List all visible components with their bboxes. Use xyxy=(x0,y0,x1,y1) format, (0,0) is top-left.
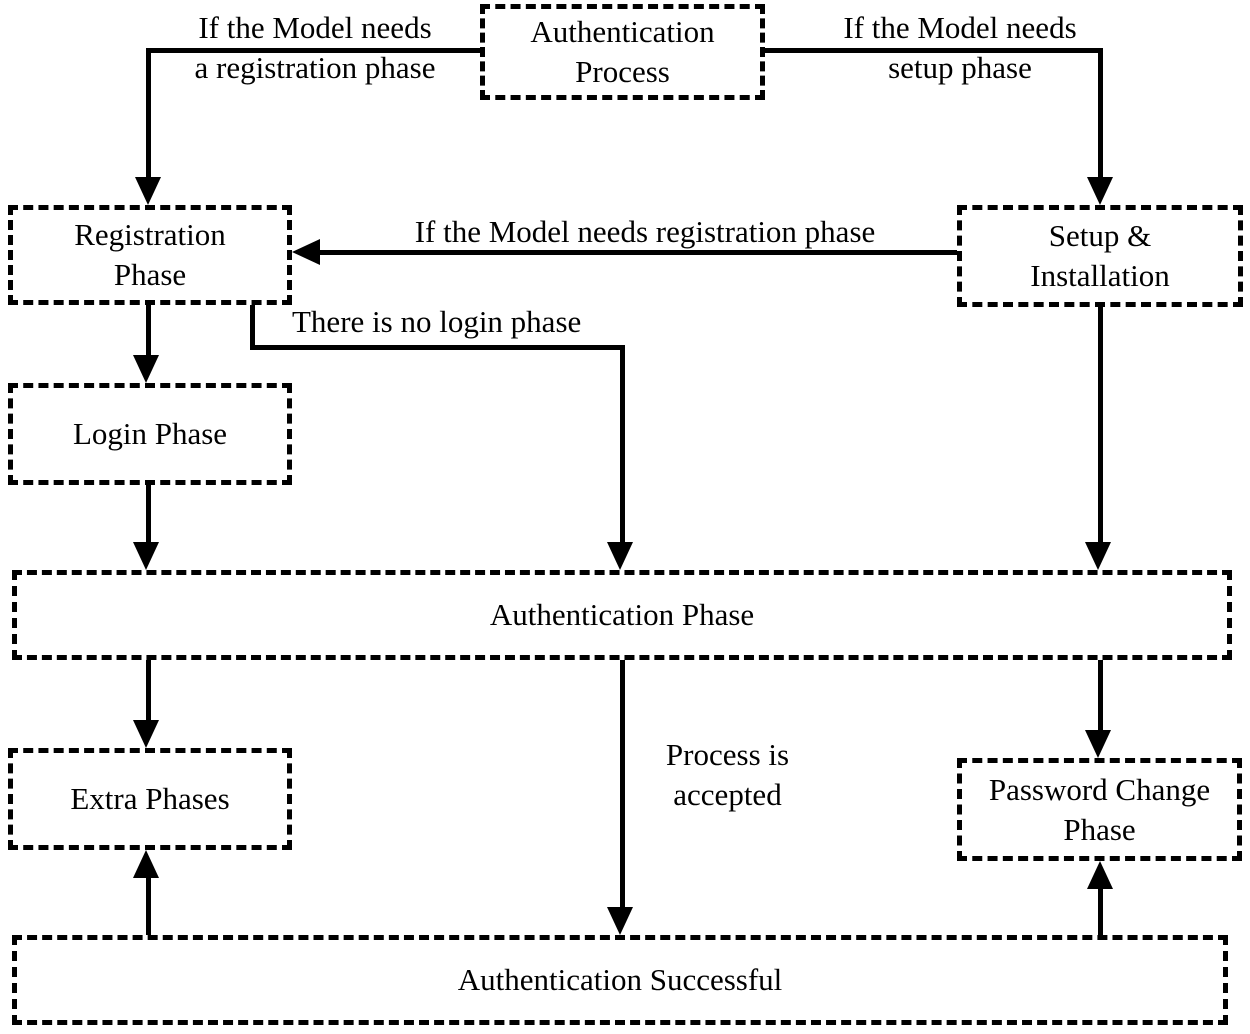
node-password-change-phase-label: Password Change Phase xyxy=(988,771,1211,847)
node-authentication-phase-label: Authentication Phase xyxy=(489,597,755,632)
node-authentication-phase: Authentication Phase xyxy=(12,570,1232,660)
node-extra-phases-label: Extra Phases xyxy=(70,781,230,816)
arrowhead-into-pwdchange-icon xyxy=(1085,730,1111,758)
arrowhead-login-into-authphase-icon xyxy=(133,542,159,570)
edge-label-needs-setup: If the Model needs setup phase xyxy=(843,10,1077,85)
arrowhead-into-extra-icon xyxy=(133,720,159,748)
node-password-change-phase: Password Change Phase xyxy=(957,758,1242,861)
arrowhead-into-setup-icon xyxy=(1087,177,1113,205)
edge-setup-registration-line xyxy=(318,250,957,255)
edge-authprocess-setup-hline xyxy=(763,48,1103,53)
node-authentication-process: Authentication Process xyxy=(480,4,765,100)
edge-success-pwdchange-line xyxy=(1098,889,1103,935)
edge-label-process-accepted: Process is accepted xyxy=(665,737,790,812)
arrowhead-up-into-pwdchange-icon xyxy=(1087,861,1113,889)
node-setup-installation: Setup & Installation xyxy=(957,205,1243,307)
node-setup-installation-label: Setup & Installation xyxy=(1030,218,1170,293)
arrowhead-nologin-into-authphase-icon xyxy=(607,542,633,570)
edge-label-needs-registration: If the Model needs a registration phase xyxy=(194,10,436,85)
edge-label-needs-registration-phase: If the Model needs registration phase xyxy=(414,214,876,249)
arrowhead-into-registration-icon xyxy=(135,177,161,205)
edge-authprocess-registration-vline xyxy=(146,48,151,177)
arrowhead-setup-into-authphase-icon xyxy=(1085,542,1111,570)
edge-nologin-vline2 xyxy=(620,345,625,542)
node-registration-phase-label: Registration Phase xyxy=(74,217,226,292)
edge-authprocess-registration-hline xyxy=(148,48,482,53)
node-authentication-successful: Authentication Successful xyxy=(12,935,1228,1025)
node-authentication-process-label: Authentication Process xyxy=(530,14,715,89)
node-authentication-successful-label: Authentication Successful xyxy=(457,962,783,997)
edge-authphase-pwdchange-line xyxy=(1098,660,1103,730)
edge-login-authphase-line xyxy=(146,485,151,542)
arrowhead-into-registration-right-icon xyxy=(292,239,320,265)
edge-authprocess-setup-vline xyxy=(1098,48,1103,177)
node-login-phase-label: Login Phase xyxy=(72,416,228,451)
node-login-phase: Login Phase xyxy=(8,383,292,485)
node-registration-phase: Registration Phase xyxy=(8,205,292,305)
edge-authphase-extra-line xyxy=(146,660,151,720)
edge-setup-authphase-line xyxy=(1098,307,1103,542)
edge-authphase-success-line xyxy=(620,660,625,907)
arrowhead-into-login-icon xyxy=(133,355,159,383)
edge-label-no-login-phase: There is no login phase xyxy=(292,304,582,339)
arrowhead-into-success-icon xyxy=(607,907,633,935)
arrowhead-up-into-extra-icon xyxy=(133,850,159,878)
edge-registration-login-line xyxy=(146,305,151,355)
edge-success-extra-line xyxy=(146,878,151,935)
edge-nologin-hline xyxy=(250,345,625,350)
node-extra-phases: Extra Phases xyxy=(8,748,292,850)
edge-nologin-vline1 xyxy=(250,305,255,350)
